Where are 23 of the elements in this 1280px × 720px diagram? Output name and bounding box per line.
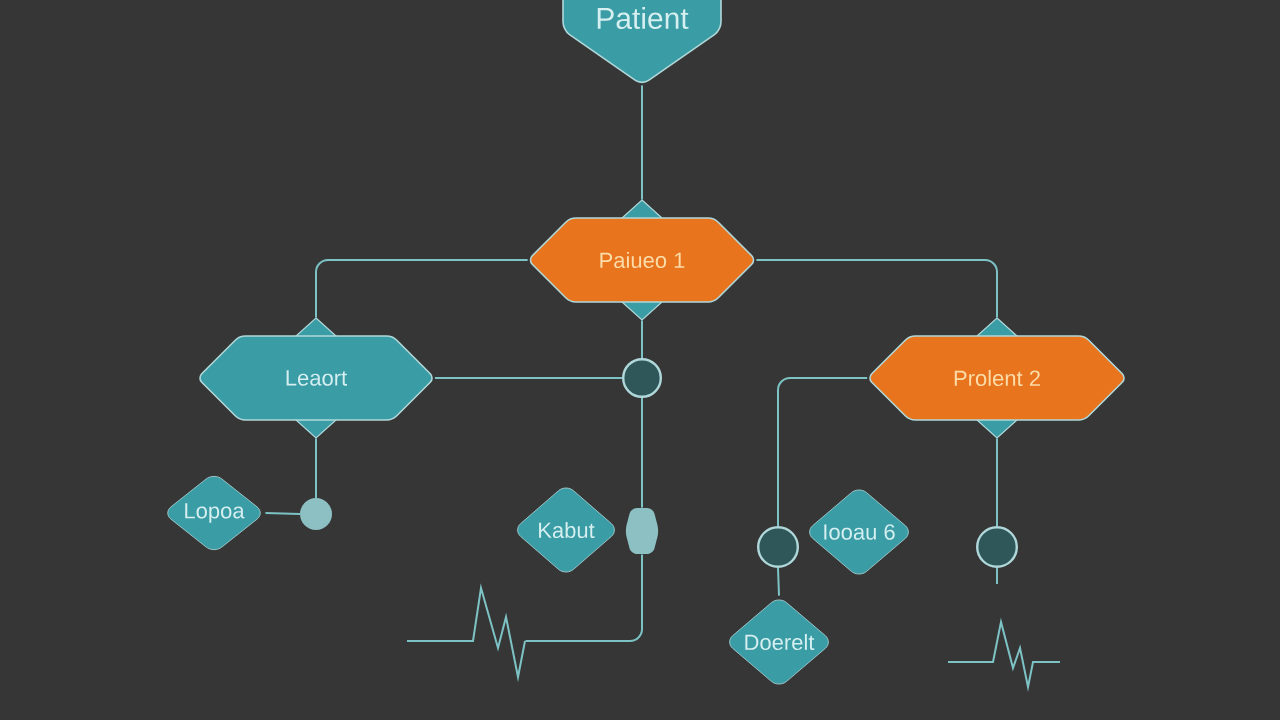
connector-line [996,567,998,585]
connector-line [755,259,998,319]
connector-line [315,437,317,499]
connector-line [315,259,529,319]
small-hexagon [625,508,659,554]
diamond-node: Lopoa [167,476,261,551]
connector-line [433,377,623,379]
connector-line [641,319,643,359]
connector-line [641,397,643,509]
shield-node: Patient [562,0,722,84]
connector-line [264,512,301,515]
connector-line [777,567,780,597]
diamond-node: Kabut [517,487,615,573]
ecg-trace [406,583,526,683]
diamond-node: Iooau 6 [809,489,909,575]
connector-line [777,377,869,527]
connector-line [524,553,643,642]
hexagon-node: Paiueo 1 [529,199,755,321]
connector-line [996,437,998,527]
hexagon-node: Prolent 2 [869,317,1125,439]
connector-line [641,84,643,201]
diamond-node: Doerelt [729,599,829,685]
hexagon-node: Leaort [199,317,433,439]
